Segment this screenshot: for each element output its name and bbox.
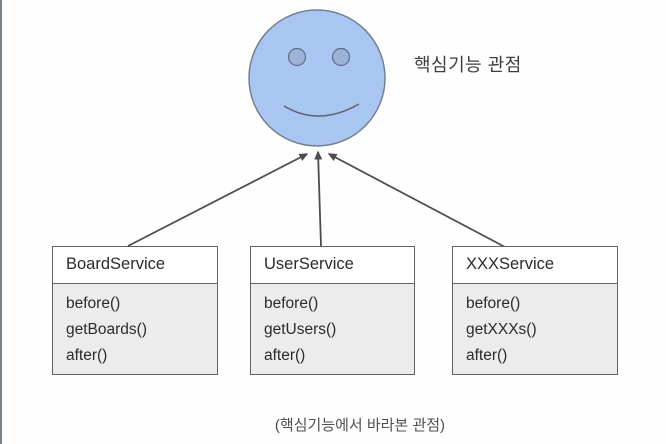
userservice-name: UserService bbox=[251, 247, 414, 284]
userservice-box: UserService before() getUsers() after() bbox=[250, 246, 415, 375]
method-item: after() bbox=[66, 347, 108, 364]
arrow-boardservice-to-face bbox=[127, 153, 309, 247]
boardservice-name: BoardService bbox=[53, 247, 217, 284]
method-item: before() bbox=[264, 295, 319, 312]
xxxservice-methods: before() getXXXs() after() bbox=[453, 284, 617, 369]
boardservice-methods: before() getBoards() after() bbox=[53, 284, 217, 369]
smile-icon bbox=[283, 103, 360, 117]
left-eye-icon bbox=[287, 47, 307, 67]
method-item: after() bbox=[466, 347, 508, 364]
xxxservice-name: XXXService bbox=[453, 247, 617, 284]
arrow-xxxservice-to-face bbox=[327, 153, 506, 248]
diagram-caption: (핵심기능에서 바라본 관점) bbox=[274, 417, 446, 434]
userservice-methods: before() getUsers() after() bbox=[251, 284, 414, 369]
right-eye-icon bbox=[331, 47, 351, 67]
smiley-face-icon bbox=[248, 9, 386, 147]
method-item: getBoards() bbox=[66, 321, 147, 338]
left-edge-border bbox=[0, 0, 2, 444]
arrow-userservice-to-face bbox=[314, 150, 323, 247]
xxxservice-box: XXXService before() getXXXs() after() bbox=[452, 246, 618, 375]
face-title: 핵심기능 관점 bbox=[414, 55, 522, 75]
method-item: getUsers() bbox=[264, 321, 337, 338]
boardservice-box: BoardService before() getBoards() after(… bbox=[52, 246, 218, 375]
method-item: after() bbox=[264, 347, 306, 364]
method-item: before() bbox=[66, 295, 121, 312]
method-item: getXXXs() bbox=[466, 321, 537, 338]
method-item: before() bbox=[466, 295, 521, 312]
